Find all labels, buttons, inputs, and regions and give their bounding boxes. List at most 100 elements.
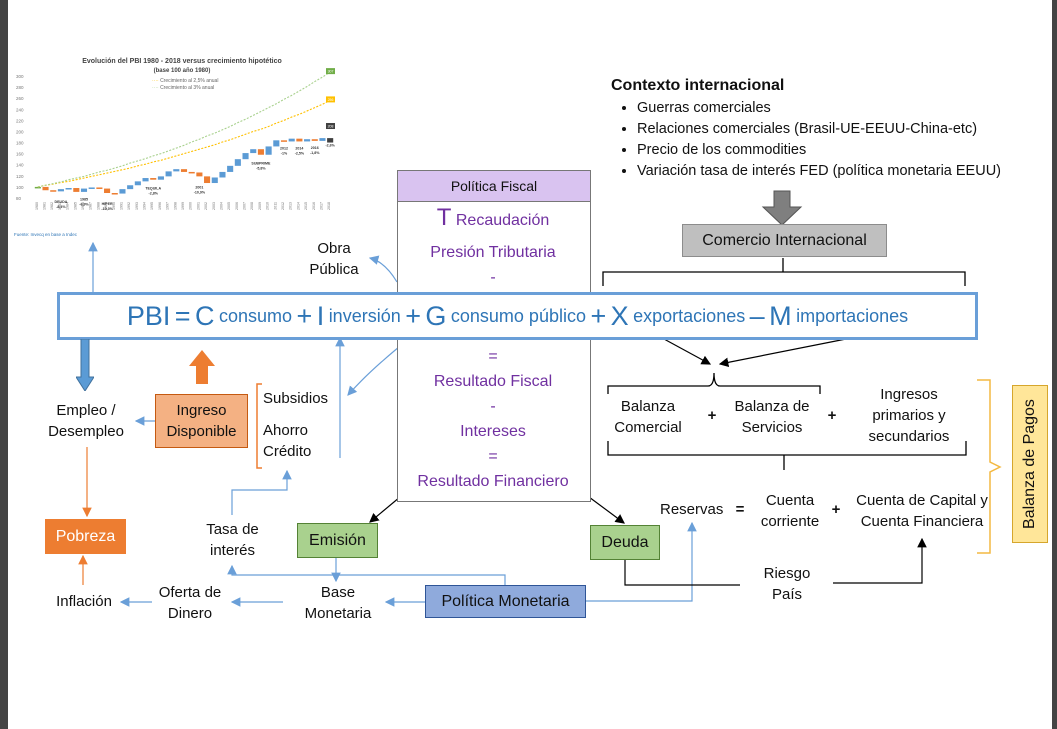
chart-ytick: 100 (16, 185, 24, 190)
chart-ytick: 300 (16, 74, 24, 79)
chart-bar (227, 165, 234, 172)
chart-annotation: 2012 (280, 146, 288, 150)
chart-bar (234, 159, 241, 166)
chart-xtick: 1982 (50, 202, 54, 210)
chart-bar (211, 177, 218, 184)
chart-xtick: 1980 (35, 202, 39, 210)
chart-xtick: 2013 (289, 202, 293, 210)
pbi-equals: = (174, 300, 191, 331)
chart-annotation: -6,9% (79, 203, 89, 207)
empleo-desempleo: Empleo /Desempleo (40, 400, 132, 442)
chart-bar (104, 188, 111, 194)
context-down-arrow (761, 190, 803, 226)
chart-annotation: -10,3% (101, 207, 113, 211)
chart-bar (65, 188, 72, 190)
pbi-consumo: consumo (218, 305, 293, 326)
cuenta-corriente-line-2: corriente (760, 513, 820, 530)
chart-annotation: -8,4% (56, 205, 66, 209)
chart-bar (273, 140, 280, 147)
chart-series-line (37, 99, 331, 188)
subsidios: Subsidios (263, 390, 329, 407)
cuenta-corriente-line-1: Cuenta (765, 492, 815, 509)
chart-bar (196, 172, 203, 177)
legend-label-25: Crecimiento al 2,5% anual (160, 78, 219, 84)
brace-balanza-pagos (977, 379, 1002, 554)
chart-xtick: 2012 (281, 202, 285, 210)
chart-ytick: 220 (16, 118, 24, 123)
chart-annotation: -1% (281, 151, 288, 155)
chart-ytick: 260 (16, 96, 24, 101)
ahorro-line-1: Ahorro (263, 422, 309, 439)
base-line-1: Base (320, 584, 356, 601)
chart-xtick: 1995 (150, 202, 154, 210)
context-list: Guerras comerciales Relaciones comercial… (611, 98, 1001, 182)
chart-xtick: 1984 (66, 202, 70, 210)
arrow-pm-to-reservas (585, 521, 697, 602)
riesgo-line-1: Riesgo (763, 565, 811, 582)
context-item: Guerras comerciales (637, 98, 1001, 119)
ingreso-line-1: Ingreso (176, 402, 227, 419)
pbi-c: C (195, 300, 215, 331)
chart-xtick: 2006 (235, 202, 239, 210)
brace-balanza-top (607, 372, 821, 394)
chart-annotation: -1,8% (310, 151, 320, 155)
reservas: Reservas (660, 501, 724, 518)
chart-end-label-box (326, 123, 335, 130)
chart-xtick: 2002 (204, 202, 208, 210)
chart-ytick: 200 (16, 129, 24, 134)
obra-line-1: Obra (317, 240, 351, 257)
chart-xtick: 2015 (304, 202, 308, 210)
pbi-equation: PBI = C consumo + I inversión + G consum… (57, 292, 978, 340)
balanza-servicios-line-2: Servicios (741, 419, 803, 436)
left-border (0, 0, 8, 729)
resultado-fiscal: Resultado Fiscal (433, 373, 553, 390)
chart-xtick: 1985 (73, 202, 77, 210)
pbi-minus: – (749, 300, 765, 331)
oferta-line-1: Oferta de (158, 584, 222, 601)
chart-bar (250, 149, 257, 154)
context-item: Precio de los commodities (637, 140, 1001, 161)
chart-xtick: 2005 (227, 202, 231, 210)
chart-xtick: 2009 (258, 202, 262, 210)
blue-down-arrow (75, 338, 95, 396)
brace-cuenta-corriente (607, 441, 967, 470)
arrow-riesgo-to-capital (833, 537, 927, 584)
chart-bar (165, 171, 172, 177)
chart-xtick: 2011 (273, 202, 277, 210)
cuenta-capital-line-2: Cuenta Financiera (860, 513, 984, 530)
pbi-chart: Evolución del PBI 1980 - 2018 versus cre… (12, 58, 340, 238)
context-item: Variación tasa de interés FED (política … (637, 161, 1001, 182)
chart-end-label: 307 (328, 70, 334, 74)
chart-bar (311, 139, 318, 141)
chart-annotation: SUBPRIME (251, 162, 271, 166)
pbi-plus-3: + (590, 300, 607, 331)
chart-xtick: 2003 (212, 202, 216, 210)
chart-bar (257, 149, 264, 155)
chart-annotation: 1985 (80, 198, 88, 202)
chart-subtitle: (base 100 año 1980) (153, 68, 211, 74)
chart-annotation: -5,8% (256, 167, 266, 171)
chart-xtick: 1988 (96, 202, 100, 210)
cuenta-corriente: Cuenta corriente (748, 490, 832, 532)
chart-bar (280, 140, 288, 142)
t-symbol: T (436, 204, 452, 231)
recaudacion-label: Recaudación (455, 212, 550, 229)
plus-a: + (707, 407, 717, 424)
chart-xtick: 1994 (143, 202, 147, 210)
context-item: Relaciones comerciales (Brasil-UE-EEUU-C… (637, 119, 1001, 140)
pbi-g: G (425, 300, 447, 331)
chart-xtick: 2007 (243, 202, 247, 210)
chart-bar (57, 189, 64, 192)
legend-label-3: Crecimiento al 3% anual (160, 85, 215, 91)
chart-annotation: -2,8% (149, 192, 159, 196)
chart-annotation: TEQUILA (145, 187, 161, 191)
politica-fiscal-header: Política Fiscal (397, 170, 591, 202)
